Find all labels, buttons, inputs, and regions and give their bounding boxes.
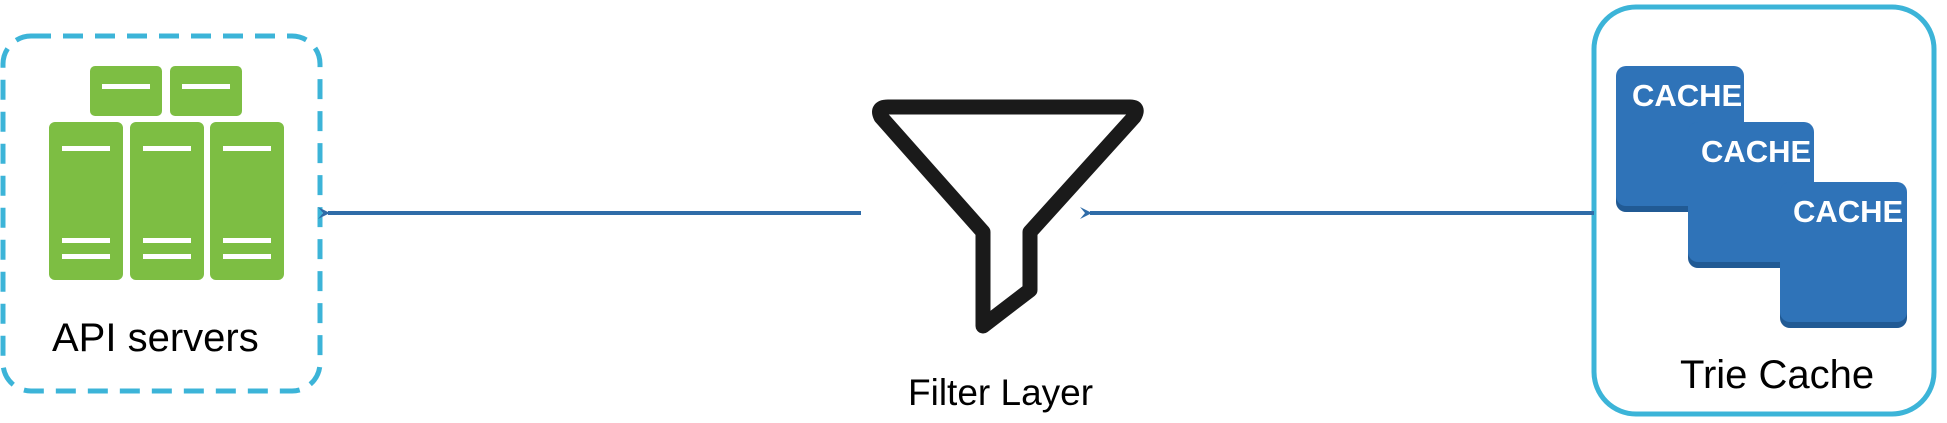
cache-label-1: CACHE <box>1632 78 1742 113</box>
api-servers-node <box>0 33 323 394</box>
cache-label-3: CACHE <box>1793 194 1903 229</box>
cache-label-2: CACHE <box>1701 134 1811 169</box>
filter-layer-label: Filter Layer <box>908 372 1094 413</box>
api-servers-label: API servers <box>52 316 259 360</box>
trie-cache-border <box>1591 4 1937 417</box>
trie-cache-label: Trie Cache <box>1680 353 1875 397</box>
cache-icon: CACHE CACHE CACHE <box>1616 66 1907 328</box>
funnel-icon <box>872 99 1144 334</box>
trie-cache-node: CACHE CACHE CACHE <box>1591 4 1937 417</box>
server-rack-icon <box>49 66 284 280</box>
